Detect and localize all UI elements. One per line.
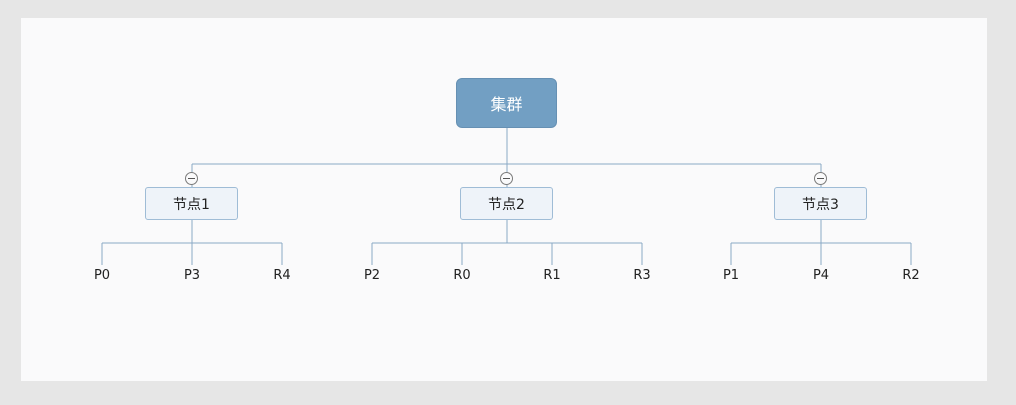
node-topic-2[interactable]: 节点2 [460,187,553,220]
leaf-topic[interactable]: P1 [722,268,740,283]
leaf-topic[interactable]: R0 [453,268,471,283]
root-topic-label: 集群 [490,95,523,114]
leaf-topic[interactable]: P3 [183,268,201,283]
collapse-minus-icon[interactable] [500,172,513,185]
collapse-minus-icon[interactable] [814,172,827,185]
leaf-topic[interactable]: P2 [363,268,381,283]
node-topic-label: 节点2 [488,196,525,213]
connector-lines [101,128,912,265]
leaf-topic[interactable]: P0 [93,268,111,283]
mindmap-canvas: 集群 节点1 节点2 节点3 P0 P3 R4 P2 R0 R1 R3 P1 P… [21,18,987,381]
leaf-topic[interactable]: R1 [543,268,561,283]
leaf-topic[interactable]: R2 [902,268,920,283]
node-topic-3[interactable]: 节点3 [774,187,867,220]
root-topic[interactable]: 集群 [456,78,557,128]
node-topic-1[interactable]: 节点1 [145,187,238,220]
collapse-minus-icon[interactable] [185,172,198,185]
leaf-topic[interactable]: R4 [273,268,291,283]
leaf-topic[interactable]: R3 [633,268,651,283]
node-topic-label: 节点1 [173,196,210,213]
node-topic-label: 节点3 [802,196,839,213]
leaf-topic[interactable]: P4 [812,268,830,283]
